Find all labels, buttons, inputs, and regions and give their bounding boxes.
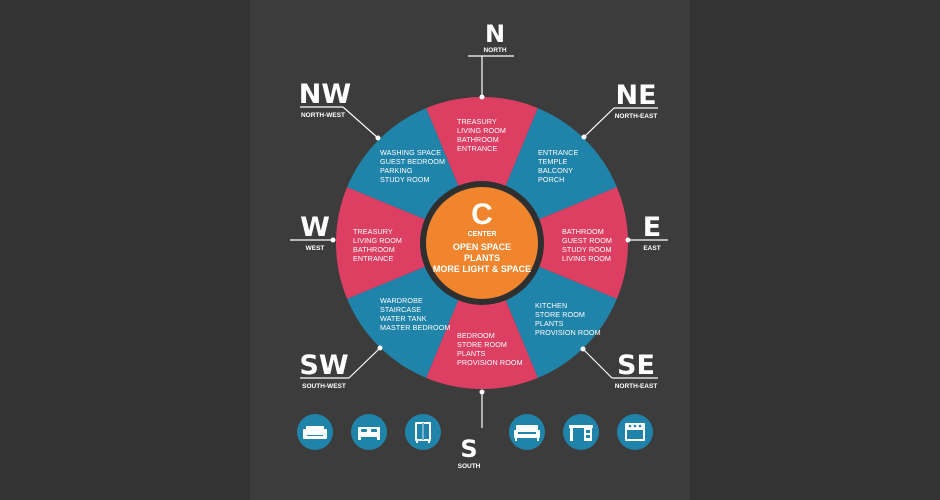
- stove-icon: [617, 414, 653, 450]
- segment-e-text: BATHROOM GUEST ROOM STUDY ROOM LIVING RO…: [562, 227, 612, 263]
- direction-se-abbr: SE: [617, 350, 655, 381]
- svg-text:PROVISION ROOM: PROVISION ROOM: [457, 358, 523, 367]
- segment-se: [504, 265, 617, 378]
- direction-nw-name: NORTH-WEST: [301, 112, 345, 119]
- segment-nw-text: WASHING SPACE GUEST BEDROOM PARKING STUD…: [380, 148, 445, 184]
- segment-se-text: KITCHEN STORE ROOM PLANTS PROVISION ROOM: [535, 301, 601, 337]
- direction-se-name: NORTH-EAST: [615, 383, 658, 390]
- segment-ne-text: ENTRANCE TEMPLE BALCONY PORCH: [538, 148, 578, 184]
- segment-w: [335, 187, 427, 299]
- svg-text:WATER TANK: WATER TANK: [380, 314, 427, 323]
- svg-text:ENTRANCE: ENTRANCE: [457, 144, 497, 153]
- direction-w-name: WEST: [306, 245, 325, 252]
- svg-text:KITCHEN: KITCHEN: [535, 301, 567, 310]
- center-letter: C: [471, 198, 493, 231]
- direction-s-abbr: S: [460, 435, 477, 463]
- svg-text:ENTRANCE: ENTRANCE: [538, 148, 578, 157]
- segment-sw: [347, 265, 460, 378]
- direction-e-abbr: E: [643, 212, 661, 243]
- desk-icon: [563, 414, 599, 450]
- segment-ne: [504, 108, 617, 221]
- svg-text:TREASURY: TREASURY: [457, 117, 497, 126]
- svg-text:LIVING ROOM: LIVING ROOM: [562, 254, 611, 263]
- segment-n-text: TREASURY LIVING ROOM BATHROOM ENTRANCE: [457, 117, 506, 153]
- svg-text:GUEST ROOM: GUEST ROOM: [562, 236, 612, 245]
- center-circle: [426, 187, 538, 299]
- segment-e: [537, 187, 628, 299]
- segment-s: [426, 298, 538, 389]
- segment-w-text: TREASURY LIVING ROOM BATHROOM ENTRANCE: [353, 227, 402, 263]
- svg-text:PORCH: PORCH: [538, 175, 564, 184]
- svg-text:BEDROOM: BEDROOM: [457, 331, 495, 340]
- direction-e-name: EAST: [643, 245, 660, 252]
- svg-text:STORE ROOM: STORE ROOM: [457, 340, 507, 349]
- svg-text:PROVISION ROOM: PROVISION ROOM: [535, 328, 601, 337]
- segment-sw-text: WARDROBE STAIRCASE WATER TANK MASTER BED…: [380, 296, 451, 332]
- svg-text:PARKING: PARKING: [380, 166, 413, 175]
- direction-n-name: NORTH: [483, 47, 506, 54]
- direction-sw-name: SOUTH-WEST: [302, 383, 346, 390]
- svg-text:BATHROOM: BATHROOM: [353, 245, 395, 254]
- direction-s-name: SOUTH: [458, 463, 481, 470]
- sofa-icon: [509, 414, 545, 450]
- svg-text:BALCONY: BALCONY: [538, 166, 573, 175]
- segment-s-text: BEDROOM STORE ROOM PLANTS PROVISION ROOM: [457, 331, 523, 367]
- svg-text:PLANTS: PLANTS: [457, 349, 486, 358]
- bed-icon: [351, 414, 387, 450]
- segment-nw: [347, 108, 460, 221]
- direction-ne-name: NORTH-EAST: [615, 113, 658, 120]
- direction-wheel: [335, 97, 628, 389]
- svg-text:STORE ROOM: STORE ROOM: [535, 310, 585, 319]
- svg-text:BATHROOM: BATHROOM: [562, 227, 604, 236]
- svg-text:WASHING SPACE: WASHING SPACE: [380, 148, 441, 157]
- svg-text:TEMPLE: TEMPLE: [538, 157, 567, 166]
- direction-w-abbr: W: [300, 212, 330, 243]
- svg-text:STAIRCASE: STAIRCASE: [380, 305, 421, 314]
- direction-n-abbr: N: [485, 20, 505, 48]
- center-line-1: OPEN SPACE: [453, 242, 511, 252]
- svg-text:STUDY ROOM: STUDY ROOM: [562, 245, 612, 254]
- svg-text:MASTER BEDROOM: MASTER BEDROOM: [380, 323, 451, 332]
- svg-text:BATHROOM: BATHROOM: [457, 135, 499, 144]
- svg-text:GUEST BEDROOM: GUEST BEDROOM: [380, 157, 445, 166]
- svg-text:WARDROBE: WARDROBE: [380, 296, 423, 305]
- svg-text:PLANTS: PLANTS: [535, 319, 564, 328]
- svg-text:ENTRANCE: ENTRANCE: [353, 254, 393, 263]
- center-label: CENTER: [468, 231, 497, 238]
- segment-n: [426, 97, 538, 188]
- svg-text:LIVING ROOM: LIVING ROOM: [457, 126, 506, 135]
- wardrobe-icon: [405, 414, 441, 450]
- direction-sw-abbr: SW: [299, 350, 348, 381]
- center-line-2: PLANTS: [464, 253, 500, 263]
- center-line-3: MORE LIGHT & SPACE: [433, 264, 531, 274]
- direction-ne-abbr: NE: [615, 80, 656, 111]
- svg-text:TREASURY: TREASURY: [353, 227, 393, 236]
- direction-nw-abbr: NW: [299, 79, 351, 110]
- svg-text:STUDY ROOM: STUDY ROOM: [380, 175, 430, 184]
- svg-text:LIVING ROOM: LIVING ROOM: [353, 236, 402, 245]
- leader-lines: [290, 55, 668, 428]
- armchair-icon: [297, 414, 333, 450]
